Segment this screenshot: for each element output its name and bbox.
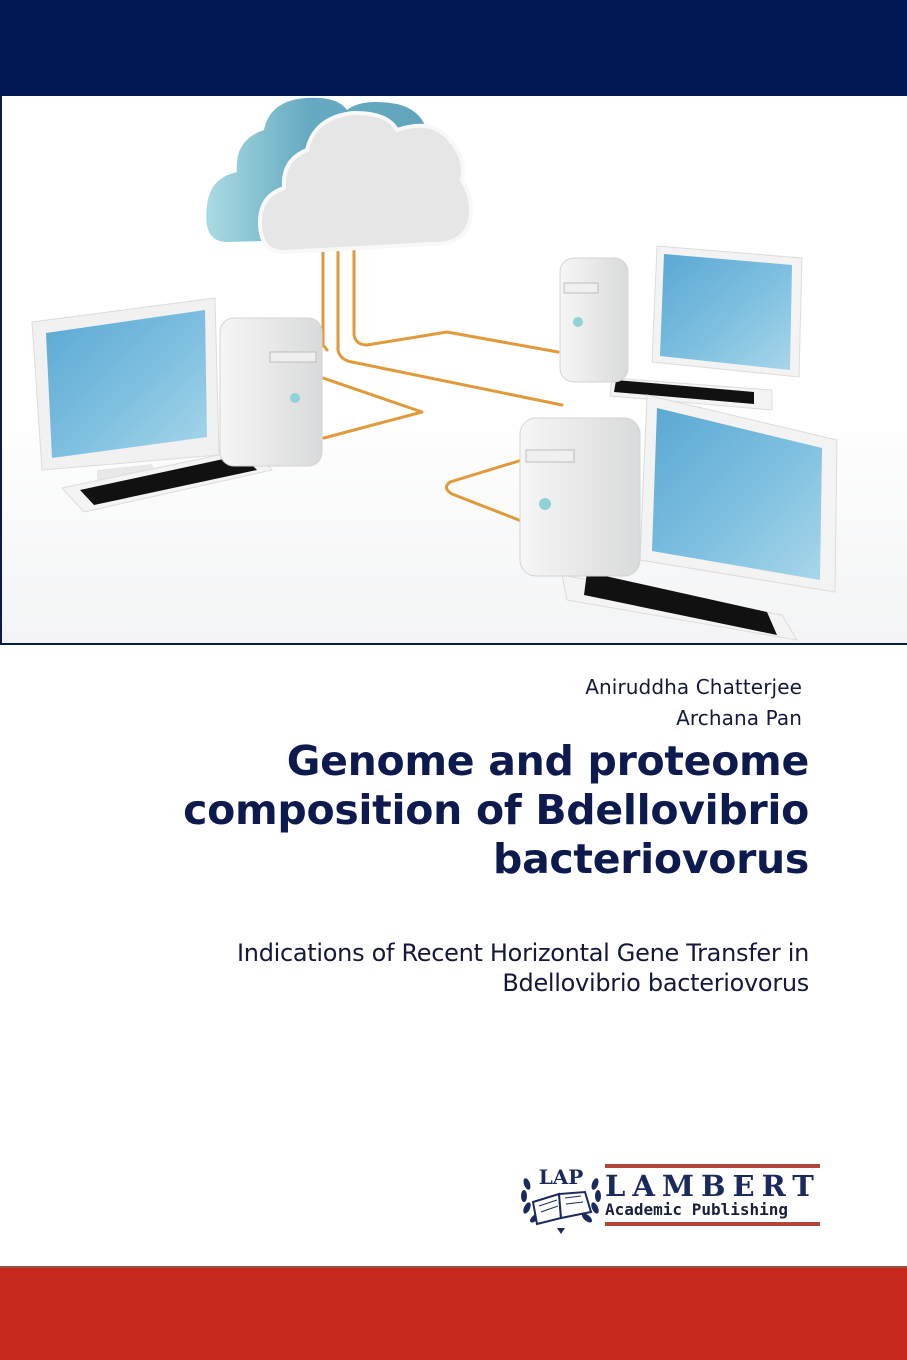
book-title: Genome and proteome composition of Bdell… <box>69 737 809 884</box>
publisher-logo: LAP LAMBERT Academic Publishing <box>519 1162 824 1234</box>
svg-text:LAP: LAP <box>539 1165 584 1189</box>
desktop-computer-icon <box>31 297 323 513</box>
top-color-band <box>0 0 907 97</box>
desktop-computer-icon <box>519 394 838 641</box>
wordmark-rule <box>605 1222 820 1226</box>
wordmark-rule <box>605 1164 820 1168</box>
author-name: Aniruddha Chatterjee <box>585 675 802 699</box>
network-illustration-svg <box>31 97 838 641</box>
title-line: Genome and proteome <box>286 737 810 785</box>
publisher-wordmark: LAMBERT Academic Publishing <box>605 1164 820 1226</box>
subtitle-line: Bdellovibrio bacteriovorus <box>502 969 809 997</box>
title-line: bacteriovorus <box>493 835 809 883</box>
cover-illustration <box>0 96 907 645</box>
author-name: Archana Pan <box>676 706 802 730</box>
subtitle-line: Indications of Recent Horizontal Gene Tr… <box>237 939 809 967</box>
author-list: Aniruddha Chatterjee Archana Pan <box>585 672 802 734</box>
publisher-name: LAMBERT <box>605 1169 821 1203</box>
cloud-icon <box>206 97 473 255</box>
title-line: composition of Bdellovibrio <box>183 786 809 834</box>
publisher-tagline: Academic Publishing <box>605 1200 789 1219</box>
desktop-computer-icon <box>559 245 803 411</box>
book-subtitle: Indications of Recent Horizontal Gene Tr… <box>109 938 809 998</box>
bottom-color-band <box>0 1266 907 1360</box>
lap-emblem-icon: LAP <box>521 1165 601 1234</box>
network-cable <box>321 246 564 524</box>
